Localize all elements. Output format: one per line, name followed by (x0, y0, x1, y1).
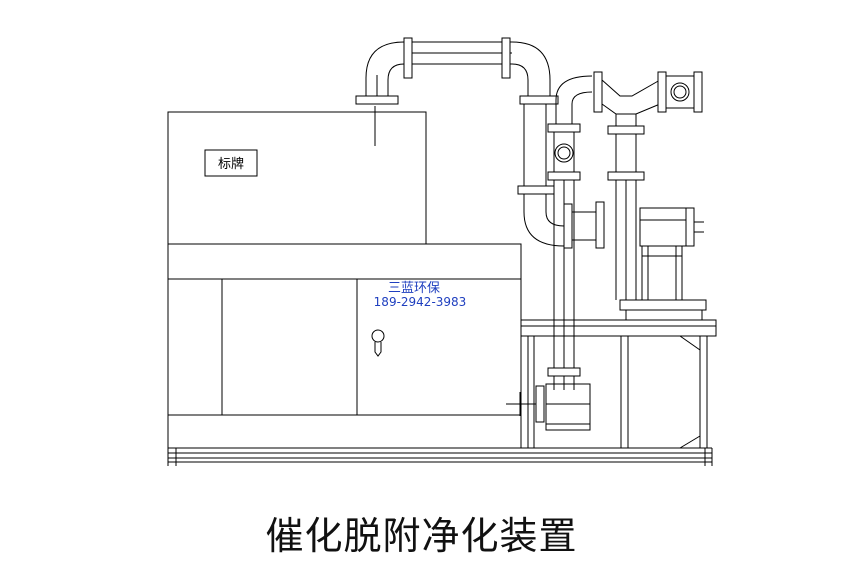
drawing-caption: 催化脱附净化装置 (265, 514, 578, 558)
cabinet-lock-icon (371, 329, 385, 357)
company-phone: 189-2942-3983 (374, 295, 467, 309)
base-frame (167, 414, 713, 466)
company-name: 三蓝环保 (388, 281, 440, 296)
support-frame (520, 319, 717, 449)
heater-body (619, 245, 707, 321)
left-column-pipe (506, 75, 593, 431)
top-pipe (355, 37, 565, 247)
upper-housing (167, 106, 427, 245)
lower-cabinet (167, 278, 522, 448)
nameplate: 标牌 (204, 149, 258, 177)
heater-connection (563, 201, 704, 249)
nameplate-label: 标牌 (218, 156, 244, 172)
right-column-pipe (593, 71, 703, 300)
middle-band (167, 243, 522, 280)
